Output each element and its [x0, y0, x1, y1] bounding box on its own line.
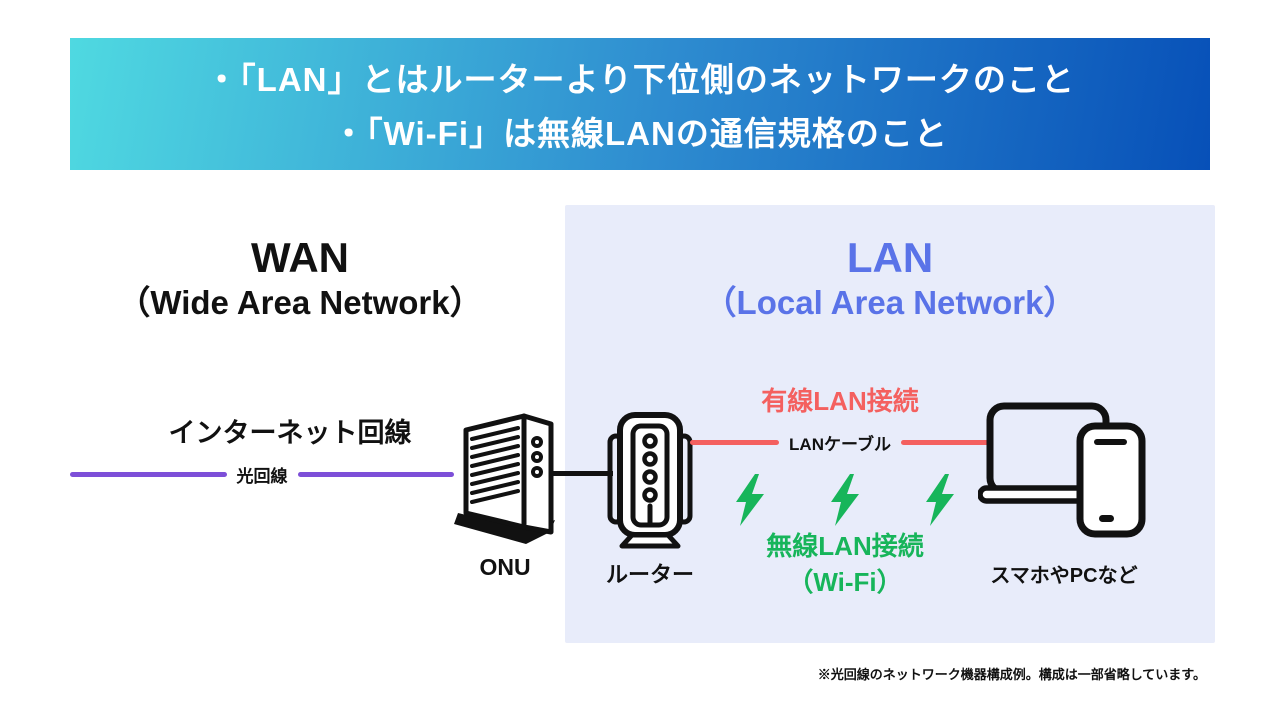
optical-line-cable-label: 光回線	[236, 466, 288, 486]
onu-label: ONU	[479, 554, 531, 580]
wan-subtitle: （Wide Area Network）	[117, 284, 483, 321]
wireless-lan-title-block: 無線LAN接続 （Wi-Fi）	[690, 528, 1000, 600]
optical-line-segment	[70, 471, 227, 477]
laptop-and-smartphone-icon	[978, 398, 1150, 540]
lightning-bolt-icon	[733, 474, 767, 526]
client-devices-label: スマホやPCなど	[990, 565, 1138, 587]
wan-title-block: WAN （Wide Area Network）	[70, 236, 530, 323]
header-line-2: ・「Wi-Fi」は無線LANの通信規格のこと	[332, 115, 948, 152]
optical-line-segment	[297, 471, 454, 477]
wired-lan-title: 有線LAN接続	[761, 386, 919, 416]
wireless-lan-title: 無線LAN接続	[766, 531, 924, 561]
footer-note: ※光回線のネットワーク機器構成例。構成は一部省略しています。	[817, 667, 1206, 682]
router-label: ルーター	[605, 562, 694, 587]
lightning-bolt-icon	[923, 474, 957, 526]
router-icon	[606, 410, 694, 550]
lan-cable-segment	[900, 439, 991, 445]
lan-title-block: LAN （Local Area Network）	[640, 236, 1140, 323]
lan-subtitle: （Local Area Network）	[703, 284, 1077, 321]
onu-device-icon	[450, 408, 560, 553]
lan-cable-segment	[690, 439, 780, 445]
lan-cable-label: LANケーブル	[789, 434, 891, 454]
header-line-1: ・「LAN」とはルーターより下位側のネットワークのこと	[205, 61, 1075, 98]
internet-line-label: インターネット回線	[168, 418, 412, 448]
lan-cable-line: LANケーブル	[690, 428, 991, 456]
lightning-bolt-icon	[828, 474, 862, 526]
header-banner: ・「LAN」とはルーターより下位側のネットワークのこと ・「Wi-Fi」は無線L…	[70, 38, 1210, 170]
onu-router-connector	[551, 471, 613, 476]
lan-title: LAN	[846, 234, 934, 281]
wireless-lan-subtitle: （Wi-Fi）	[787, 567, 903, 597]
optical-line: 光回線	[70, 460, 454, 488]
wan-title: WAN	[251, 234, 349, 281]
